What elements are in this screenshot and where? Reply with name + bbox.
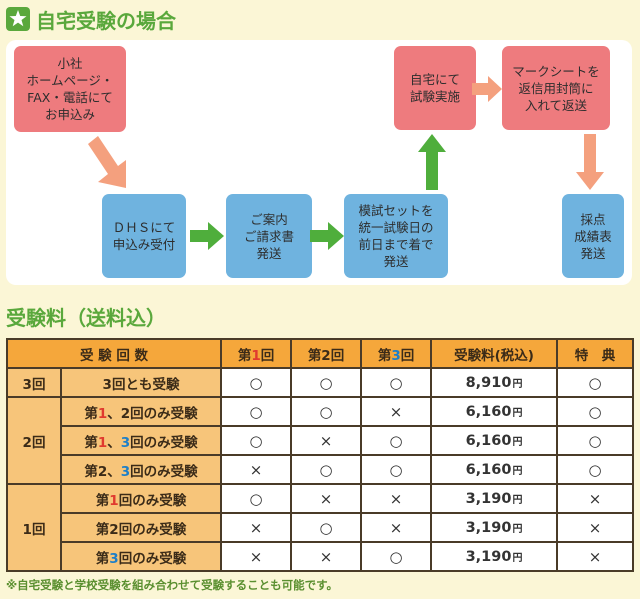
header-round-2: 第2回 [290,338,363,369]
bonus-mark: ○ [556,454,635,485]
bonus-mark: ○ [556,396,635,427]
section-heading-fees: 受験料（送料込） [6,303,166,330]
round-3-mark: × [360,512,433,543]
bonus-mark: × [556,483,635,514]
flow-step-invoice: ご案内 ご請求書 発送 [226,194,312,278]
row-label: 第3回のみ受験 [59,541,223,572]
table-row: 3回 3回とも受験 ○ ○ ○ 8,910円 ○ [6,367,635,398]
round-1-mark: ○ [220,425,293,456]
bonus-mark: × [556,541,635,572]
round-3-mark: × [360,396,433,427]
flow-step-ship-kit: 模試セットを 統一試験日の 前日まで着で 発送 [344,194,448,278]
row-label: 第1、2回のみ受験 [59,396,223,427]
footnote: ※自宅受験と学校受験を組み合わせて受験することも可能です。 [6,578,339,592]
section-title: 受験料（送料込） [6,305,166,330]
header-round-3: 第3回 [360,338,433,369]
arrow-up-icon [418,134,446,190]
arrow-right-icon [310,222,344,250]
section-title: 自宅受験の場合 [36,8,176,33]
table-row: 第2回のみ受験 × ○ × 3,190円 × [7,512,635,543]
table-row: 第2、3回のみ受験 × ○ ○ 6,160円 ○ [7,454,635,485]
round-1-mark: ○ [220,396,293,427]
table-row: 1回 第1回のみ受験 ○ × × 3,190円 × [6,483,635,572]
row-label: 第1、3回のみ受験 [59,425,223,456]
row-label: 3回とも受験 [59,367,223,398]
flow-step-return: マークシートを 返信用封筒に 入れて返送 [502,46,610,130]
fee-value: 6,160円 [430,425,559,456]
arrow-right-icon [190,222,224,250]
round-2-mark: ○ [290,367,363,398]
round-1-mark: ○ [220,483,293,514]
star-icon [6,7,30,31]
group-label-1: 1回 [6,483,62,572]
fee-value: 6,160円 [430,454,559,485]
round-1-mark: × [220,454,293,485]
round-3-mark: ○ [360,454,433,485]
table-row: 2回 第1、2回のみ受験 ○ ○ × 6,160円 ○ [6,396,635,485]
round-3-mark: ○ [360,367,433,398]
round-2-mark: × [290,541,363,572]
round-3-mark: ○ [360,541,433,572]
flow-step-apply: 小社 ホームページ・ FAX・電話にて お申込み [14,46,126,132]
round-2-mark: ○ [290,454,363,485]
bonus-mark: ○ [556,367,635,398]
flow-step-exam: 自宅にて 試験実施 [394,46,476,130]
round-2-mark: × [290,483,363,514]
table-row: 第3回のみ受験 × × ○ 3,190円 × [7,541,635,572]
fee-value: 3,190円 [430,483,559,514]
fee-table: 受 験 回 数 第1回 第2回 第3回 受験料(税込) 特 典 3回 3回とも受… [5,338,635,572]
flow-step-accept: ＤＨＳにて 申込み受付 [102,194,186,278]
fee-value: 3,190円 [430,541,559,572]
round-3-mark: × [360,483,433,514]
round-1-mark: ○ [220,367,293,398]
fee-value: 8,910円 [430,367,559,398]
group-label-3: 3回 [6,367,62,398]
table-header-row: 受 験 回 数 第1回 第2回 第3回 受験料(税込) 特 典 [5,338,635,369]
row-label: 第2回のみ受験 [59,512,223,543]
arrow-right-icon [472,76,502,102]
arrow-down-icon [576,134,604,190]
bonus-mark: × [556,512,635,543]
header-fee: 受験料(税込) [430,338,559,369]
fee-value: 3,190円 [430,512,559,543]
arrow-diagonal-icon [88,136,126,188]
section-heading-home-exam: 自宅受験の場合 [6,6,176,33]
round-1-mark: × [220,541,293,572]
round-2-mark: × [290,425,363,456]
table-row: 第1、3回のみ受験 ○ × ○ 6,160円 ○ [7,425,635,456]
row-label: 第2、3回のみ受験 [59,454,223,485]
header-bonus: 特 典 [556,338,635,369]
flow-diagram: 小社 ホームページ・ FAX・電話にて お申込み ＤＨＳにて 申込み受付 ご案内… [6,40,632,285]
round-2-mark: ○ [290,512,363,543]
row-label: 第1回のみ受験 [59,483,223,514]
fee-value: 6,160円 [430,396,559,427]
header-round-1: 第1回 [220,338,293,369]
group-label-2: 2回 [6,396,62,485]
round-2-mark: ○ [290,396,363,427]
round-3-mark: ○ [360,425,433,456]
header-count: 受 験 回 数 [5,338,223,369]
round-1-mark: × [220,512,293,543]
bonus-mark: ○ [556,425,635,456]
flow-step-results: 採点 成績表 発送 [562,194,624,278]
